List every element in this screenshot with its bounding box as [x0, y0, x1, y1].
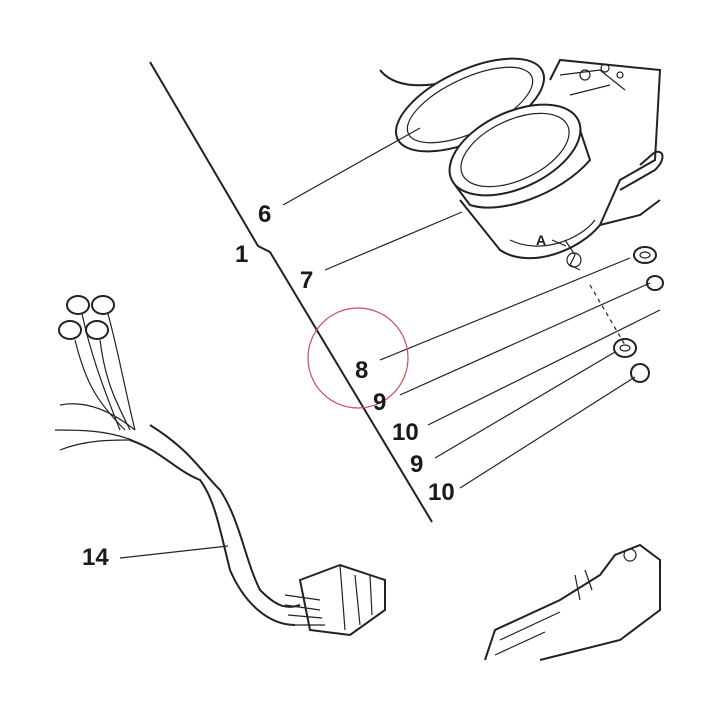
- bracket-assembly: [484, 543, 661, 661]
- frame-line: [149, 61, 433, 523]
- callout-labels: 6 1 7 8 9 10 9 10 14: [82, 201, 455, 571]
- leader-lines: [119, 127, 661, 559]
- callout-7: 7: [300, 267, 313, 294]
- detail-tag: A: [536, 232, 546, 248]
- harness-connector: [284, 563, 386, 637]
- callout-10-lower: 10: [428, 479, 455, 506]
- fastener-parts: [589, 246, 664, 383]
- harness-plugs: [58, 295, 136, 431]
- housing-assembly: A: [379, 57, 664, 271]
- callout-10-upper: 10: [392, 419, 419, 446]
- callout-9-upper: 9: [373, 389, 386, 416]
- callout-9-lower: 9: [410, 451, 423, 478]
- callout-8: 8: [355, 357, 368, 384]
- callout-14: 14: [82, 544, 109, 571]
- callout-6: 6: [258, 201, 271, 228]
- callout-1: 1: [235, 241, 248, 268]
- highlight-circle: [307, 307, 409, 409]
- wiring-harness: [54, 295, 386, 637]
